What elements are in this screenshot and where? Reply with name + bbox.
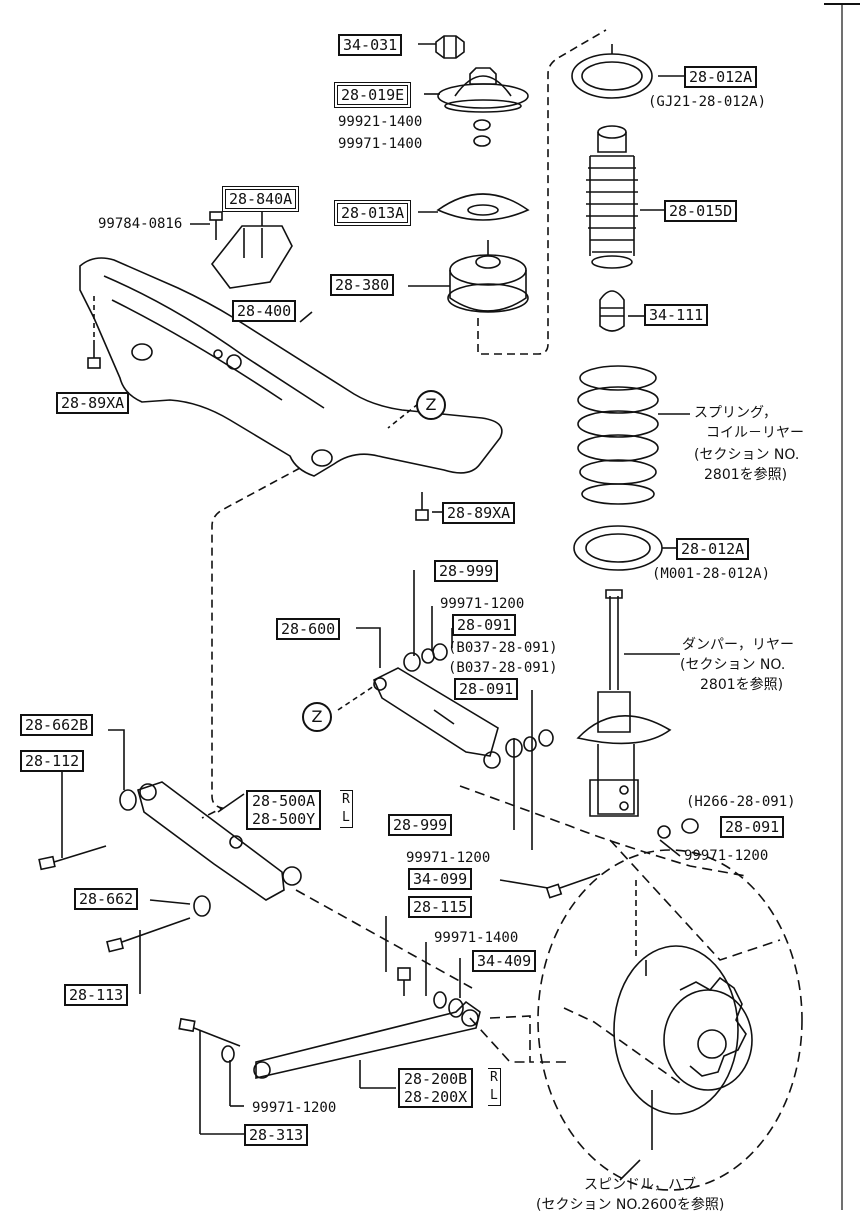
trailing-link-drawing — [372, 667, 501, 769]
part-34-031[interactable]: 34-031 — [338, 34, 403, 56]
note-damper-3: 2801を参照) — [700, 677, 784, 693]
part-28-600[interactable]: 28-600 — [276, 618, 341, 640]
part-28-999-top[interactable]: 28-999 — [434, 560, 499, 582]
part-28-89XA-right[interactable]: 28-89XA — [442, 502, 516, 524]
damper-drawing — [576, 589, 672, 817]
ref-m001: (M001-28-012A) — [652, 566, 771, 582]
part-28-015D[interactable]: 28-015D — [664, 200, 738, 222]
washer-99971-1200-d: 99971-1200 — [252, 1100, 337, 1116]
lateral-rod-drawing — [253, 1000, 481, 1080]
bracket-drawing — [210, 225, 293, 289]
part-28-380[interactable]: 28-380 — [330, 274, 395, 296]
part-28-112[interactable]: 28-112 — [20, 750, 85, 772]
note-hub-1: スピンドル，ハブ — [584, 1177, 696, 1193]
part-28-019E[interactable]: 28-019E — [334, 82, 412, 108]
note-damper-1: ダンパー，リヤー — [682, 637, 794, 653]
coil-spring-drawing — [577, 365, 659, 505]
bolt-99784-0816: 99784-0816 — [98, 216, 183, 232]
note-spring-3: (セクション NO. — [694, 447, 800, 463]
ref-b037-2: (B037-28-091) — [448, 660, 558, 676]
washer-99971-1200-a: 99971-1200 — [440, 596, 525, 612]
part-28-091-c[interactable]: 28-091 — [720, 816, 785, 838]
washer-99971-1200-b: 99971-1200 — [406, 850, 491, 866]
part-28-113[interactable]: 28-113 — [64, 984, 129, 1006]
bolt-99971-1400: 99971-1400 — [338, 136, 423, 152]
part-28-091-a[interactable]: 28-091 — [452, 614, 517, 636]
part-28-115[interactable]: 28-115 — [408, 896, 473, 918]
washer-99971-1200-c: 99971-1200 — [684, 848, 769, 864]
dust-boot-drawing — [586, 125, 638, 269]
part-28-012A-bottom[interactable]: 28-012A — [676, 538, 750, 560]
part-34-409[interactable]: 34-409 — [472, 950, 537, 972]
part-28-200B: 28-200B — [404, 1070, 468, 1088]
ref-h266: (H266-28-091) — [686, 794, 796, 810]
part-28-999-bottom[interactable]: 28-999 — [388, 814, 453, 836]
marker-z-top: Z — [416, 390, 446, 420]
note-spring-2: コイル－リヤー — [706, 425, 804, 441]
ref-gj21: (GJ21-28-012A) — [648, 94, 767, 110]
crossmember-drawing — [79, 257, 503, 477]
lower-arm-drawing — [137, 781, 302, 901]
part-28-012A-top[interactable]: 28-012A — [684, 66, 758, 88]
part-28-500-pair[interactable]: 28-500A 28-500Y — [246, 790, 322, 830]
note-hub-2: (セクション NO.2600を参照) — [536, 1197, 725, 1213]
part-34-111[interactable]: 34-111 — [644, 304, 709, 326]
part-28-200-pair[interactable]: 28-200B 28-200X — [398, 1068, 474, 1108]
part-28-091-b[interactable]: 28-091 — [454, 678, 519, 700]
part-28-313[interactable]: 28-313 — [244, 1124, 309, 1146]
ref-b037-1: (B037-28-091) — [448, 640, 558, 656]
note-damper-2: (セクション NO. — [680, 657, 786, 673]
part-28-89XA-left[interactable]: 28-89XA — [56, 392, 130, 414]
part-28-662B[interactable]: 28-662B — [20, 714, 94, 736]
upper-mount-drawing — [437, 67, 529, 113]
part-28-662[interactable]: 28-662 — [74, 888, 139, 910]
mount-plate-drawing — [436, 193, 530, 221]
part-34-099[interactable]: 34-099 — [408, 868, 473, 890]
part-28-840A[interactable]: 28-840A — [222, 186, 300, 212]
part-28-500A: 28-500A — [252, 792, 316, 810]
mount-nut-drawing — [435, 35, 465, 59]
marker-z-bottom: Z — [302, 702, 332, 732]
part-28-400[interactable]: 28-400 — [232, 300, 297, 322]
part-28-013A[interactable]: 28-013A — [334, 200, 412, 226]
note-spring-4: 2801を参照) — [704, 467, 788, 483]
part-28-500Y: 28-500Y — [252, 810, 316, 828]
bump-stop-drawing — [599, 290, 625, 332]
mount-bearing-drawing — [447, 240, 529, 313]
washer-99971-1400-bottom: 99971-1400 — [434, 930, 519, 946]
note-spring-1: スプリング， — [694, 405, 778, 421]
bolt-99921-1400: 99921-1400 — [338, 114, 423, 130]
part-28-200X: 28-200X — [404, 1088, 468, 1106]
hub-drawing — [537, 849, 803, 1191]
